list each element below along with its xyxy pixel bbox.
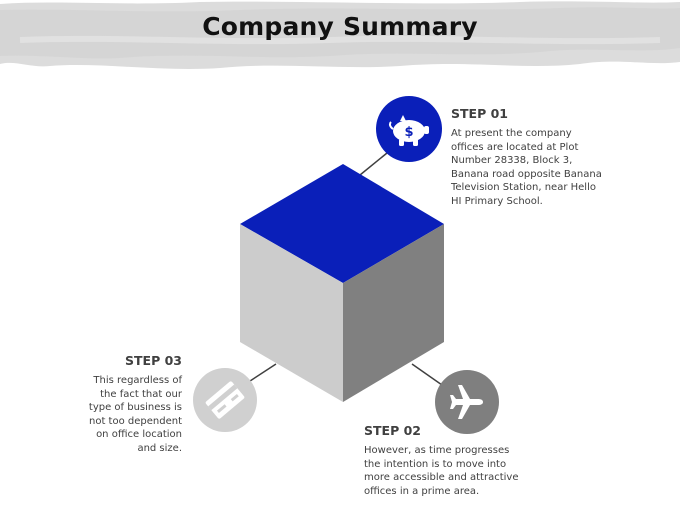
svg-text:$: $ <box>404 125 413 140</box>
connector-step-02 <box>411 363 443 386</box>
step-01-description: At present the company offices are locat… <box>451 128 602 207</box>
step-03-description: This regardless of the fact that our typ… <box>88 375 182 454</box>
cube-top-face <box>240 164 444 283</box>
step-01-badge: $ <box>376 96 442 162</box>
step-02-badge <box>435 370 499 434</box>
page-title: Company Summary <box>202 12 478 41</box>
credit-card-icon <box>205 381 245 419</box>
cube-right-face <box>343 224 444 402</box>
step-03-badge <box>193 368 257 432</box>
step-02-title: STEP 02 <box>364 423 421 438</box>
connector-step-01 <box>359 152 388 176</box>
step-01-title: STEP 01 <box>451 106 508 121</box>
cube-left-face <box>240 224 343 402</box>
airplane-icon <box>450 385 483 419</box>
step-03-title: STEP 03 <box>125 353 182 368</box>
connector-step-03 <box>246 363 277 384</box>
piggy-bank-dollar-icon: $ <box>388 115 429 146</box>
header-brush-band <box>0 1 680 69</box>
step-02-description: However, as time progresses the intentio… <box>364 445 519 497</box>
